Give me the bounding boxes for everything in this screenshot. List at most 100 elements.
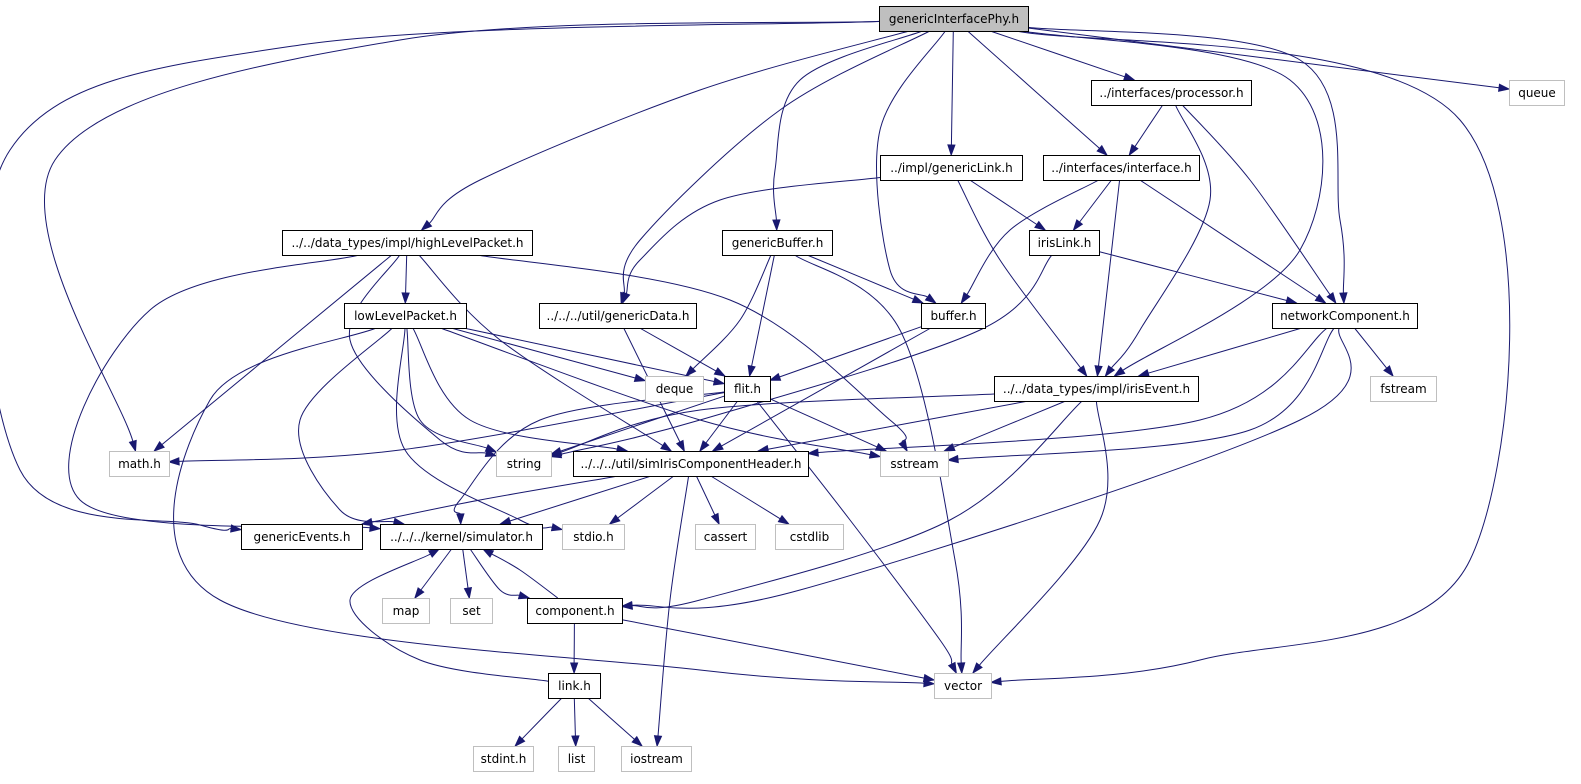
edge-processor-to-iris-event: [1104, 104, 1212, 378]
node-label: flit.h: [734, 382, 761, 396]
node-simulator[interactable]: ../../../kernel/simulator.h: [380, 524, 543, 550]
edge-flit-to-sstream: [769, 398, 888, 452]
node-label: irisLink.h: [1038, 236, 1092, 250]
node-label: buffer.h: [930, 309, 976, 323]
node-generic-events[interactable]: genericEvents.h: [241, 524, 363, 550]
node-component[interactable]: component.h: [527, 598, 623, 624]
node-label: cstdlib: [790, 530, 829, 544]
node-cstdlib: cstdlib: [775, 524, 844, 550]
edge-line: [509, 475, 652, 522]
edge-arrowhead: [710, 512, 720, 526]
edge-line: [1021, 30, 1324, 371]
edge-arrowhead: [924, 293, 937, 304]
edge-arrowhead: [549, 448, 563, 457]
node-iostream: iostream: [621, 746, 692, 772]
edge-arrowhead: [946, 454, 959, 464]
edge-arrowhead: [1096, 144, 1109, 157]
node-buffer[interactable]: buffer.h: [921, 303, 986, 329]
edge-generic-interface-phy-to-math: [43, 20, 880, 453]
edge-line: [621, 619, 925, 679]
node-label: ../../data_types/impl/irisEvent.h: [1003, 382, 1190, 396]
node-box: [496, 451, 552, 477]
edge-arrowhead: [622, 291, 631, 305]
node-sstream: sstream: [880, 451, 949, 477]
edge-sim-iris-component-header-to-iostream: [653, 475, 690, 748]
edge-arrowhead: [463, 587, 473, 600]
edge-arrowhead: [874, 442, 888, 452]
node-label: deque: [656, 382, 694, 396]
node-box: [879, 6, 1029, 32]
node-generic-interface-phy[interactable]: genericInterfacePhy.h: [879, 6, 1029, 32]
edge-arrowhead: [517, 591, 531, 600]
edge-sim-iris-component-header-to-generic-events: [360, 475, 619, 527]
node-high-level-packet[interactable]: ../../data_types/impl/highLevelPacket.h: [282, 230, 533, 256]
edge-arrowhead: [1326, 291, 1337, 305]
node-processor[interactable]: ../interfaces/processor.h: [1091, 80, 1252, 106]
edge-high-level-packet-to-math: [153, 254, 393, 452]
edge-arrowhead: [711, 442, 724, 452]
edge-arrowhead: [481, 548, 495, 558]
edge-line: [721, 327, 932, 447]
node-string: string: [496, 451, 552, 477]
edge-generic-data-to-flit: [639, 327, 727, 377]
edge-arrowhead: [456, 513, 465, 526]
node-label: ../../../util/simIrisComponentHeader.h: [580, 457, 801, 471]
edge-flit-to-math: [167, 392, 725, 466]
edge-line: [178, 392, 725, 462]
edge-line: [657, 475, 690, 737]
node-cassert: cassert: [695, 524, 756, 550]
node-box: [921, 303, 986, 329]
node-generic-buffer[interactable]: genericBuffer.h: [722, 230, 833, 256]
node-low-level-packet[interactable]: lowLevelPacket.h: [344, 303, 467, 329]
edge-link-to-stdint: [514, 697, 563, 748]
edge-line: [695, 475, 716, 516]
node-iris-link[interactable]: irisLink.h: [1029, 230, 1100, 256]
edge-line: [769, 398, 878, 448]
edge-arrowhead: [712, 377, 726, 386]
edge-interface-to-network-component: [1139, 179, 1327, 304]
edge-line: [710, 475, 781, 520]
node-flit[interactable]: flit.h: [724, 376, 771, 402]
edge-arrowhead: [230, 524, 243, 533]
node-box: [527, 598, 623, 624]
edge-line: [1098, 179, 1121, 367]
edge-low-level-packet-to-sim-iris-component-header: [412, 327, 629, 454]
node-network-component[interactable]: networkComponent.h: [1272, 303, 1418, 329]
node-generic-data[interactable]: ../../../util/genericData.h: [539, 303, 697, 329]
node-iris-event[interactable]: ../../data_types/impl/irisEvent.h: [994, 376, 1199, 402]
edge-arrowhead: [413, 587, 425, 600]
node-link[interactable]: link.h: [548, 673, 601, 699]
node-sim-iris-component-header[interactable]: ../../../util/simIrisComponentHeader.h: [573, 451, 809, 477]
node-label: component.h: [535, 604, 614, 618]
edge-high-level-packet-to-sim-iris-component-header: [418, 254, 673, 452]
edge-arrowhead: [1383, 365, 1394, 378]
node-box: [573, 451, 809, 477]
edge-iris-event-to-component: [620, 400, 1083, 610]
edge-arrowhead: [942, 443, 956, 452]
edge-buffer-to-flit: [768, 326, 922, 381]
node-label: link.h: [558, 679, 591, 693]
node-box: [382, 598, 430, 624]
edge-line: [1354, 327, 1388, 369]
edge-arrowhead: [550, 523, 564, 532]
edge-line: [418, 254, 664, 447]
edge-arrowhead: [1104, 365, 1116, 378]
node-label: list: [568, 752, 586, 766]
edge-arrowhead: [947, 144, 956, 157]
edge-arrowhead: [153, 441, 165, 452]
edge-line: [767, 400, 1029, 450]
edge-link-to-list: [571, 697, 580, 748]
node-box: [645, 376, 704, 402]
edge-line: [440, 327, 871, 456]
edge-arrowhead: [1113, 366, 1126, 377]
node-box: [1370, 376, 1437, 402]
node-box: [1091, 80, 1252, 106]
node-box: [880, 451, 949, 477]
node-label: ../interfaces/interface.h: [1051, 161, 1191, 175]
node-interface[interactable]: ../interfaces/interface.h: [1043, 155, 1200, 181]
node-generic-link[interactable]: ../impl/genericLink.h: [880, 155, 1023, 181]
edge-low-level-packet-to-string: [406, 327, 498, 453]
edge-line: [1181, 104, 1331, 296]
edge-arrowhead: [956, 662, 966, 675]
